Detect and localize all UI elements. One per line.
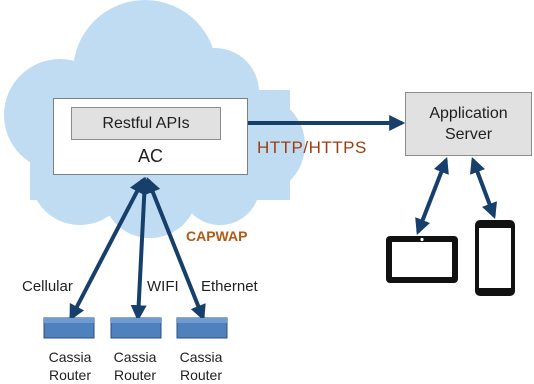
router-icon-1: [43, 317, 95, 339]
capwap-label: CAPWAP: [186, 228, 248, 244]
router-icon-2: [110, 317, 162, 339]
wifi-label: WIFI: [147, 278, 179, 295]
restful-apis-label: Restful APIs: [102, 115, 190, 132]
router-label-2: Cassia Router: [113, 349, 157, 383]
arrow-server-phone: [470, 157, 497, 219]
router-label-3: Cassia Router: [179, 349, 223, 383]
arrow-ac-ethernet: [145, 177, 206, 321]
smartphone-icon: [475, 220, 515, 296]
tablet-icon: [386, 236, 458, 283]
ethernet-label: Ethernet: [201, 278, 258, 295]
arrow-ac-wifi: [130, 176, 153, 322]
router-icon-3: [176, 317, 228, 339]
ac-label: AC: [137, 146, 163, 166]
connection-arrows: [69, 115, 497, 322]
http-https-label: HTTP/HTTPS: [257, 138, 367, 157]
cellular-label: Cellular: [22, 278, 73, 295]
router-label-1: Cassia Router: [48, 349, 92, 383]
application-server-box: [405, 92, 532, 156]
restful-apis-box: [71, 107, 221, 140]
arrow-server-tablet: [415, 157, 449, 235]
application-server-label: Application Server: [429, 105, 508, 143]
